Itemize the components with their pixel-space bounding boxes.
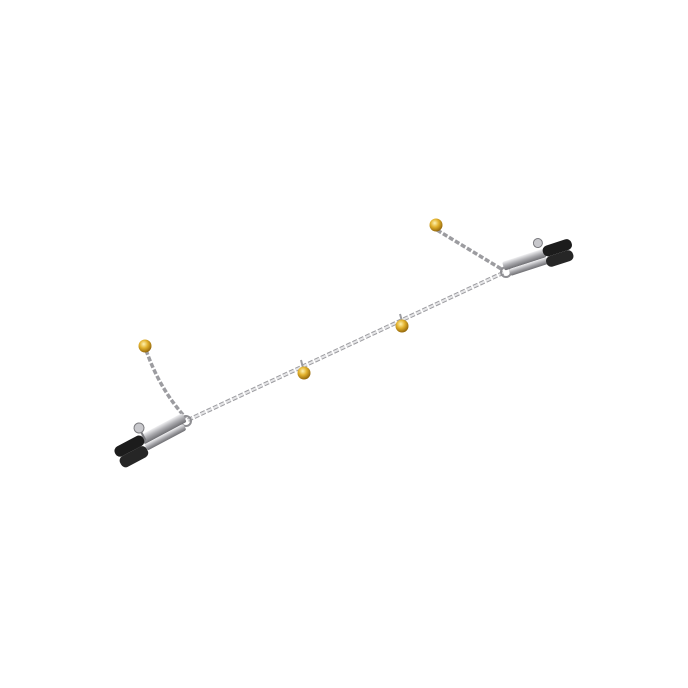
right-clamp bbox=[502, 238, 574, 276]
bell-icon bbox=[138, 339, 152, 353]
right-side-chain bbox=[436, 228, 504, 272]
left-side-chain bbox=[144, 349, 188, 420]
bell-icon bbox=[429, 218, 443, 232]
main-chain bbox=[187, 270, 506, 422]
bell-icon bbox=[395, 319, 409, 333]
bell-icon bbox=[297, 366, 311, 380]
left-clamp bbox=[114, 413, 187, 468]
